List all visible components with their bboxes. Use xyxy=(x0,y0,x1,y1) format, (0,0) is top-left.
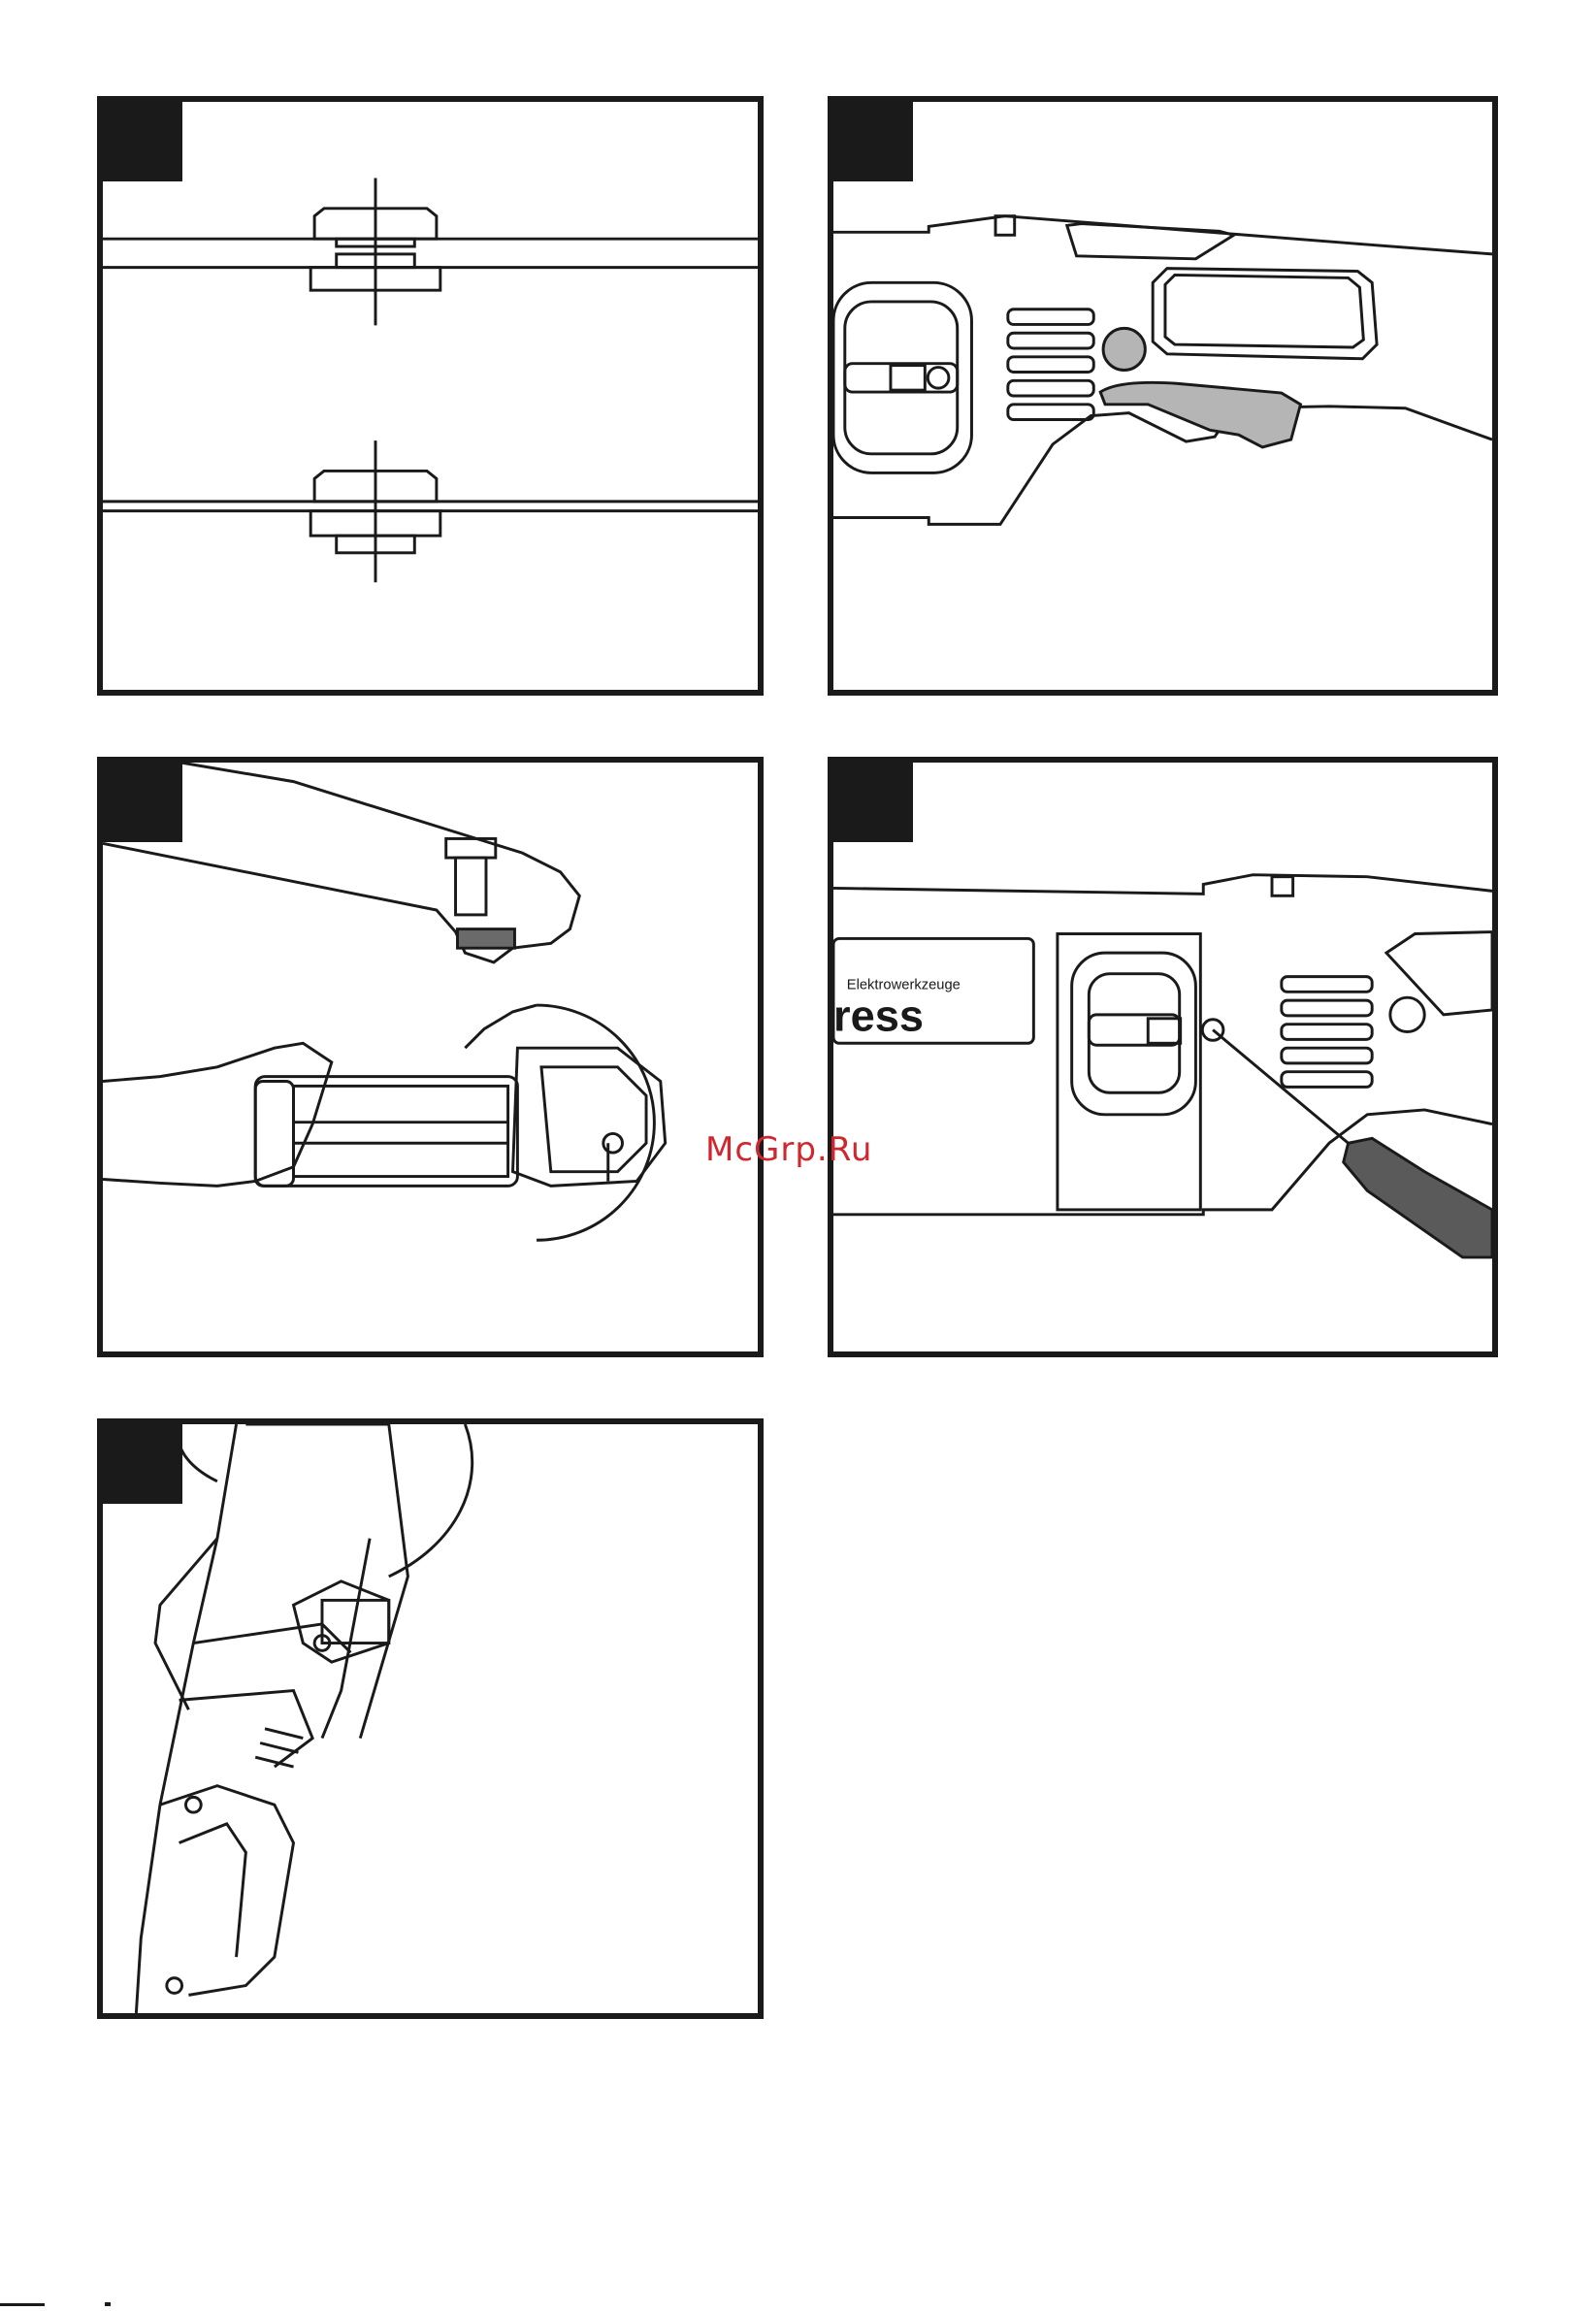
grinder-trigger-icon xyxy=(833,102,1492,690)
figure-panel-trigger xyxy=(828,96,1498,696)
speed-adjust-screwdriver-icon: Elektrowerkzeuge ress xyxy=(833,763,1492,1351)
watermark: McGrp.Ru xyxy=(705,1130,872,1169)
grinder-two-hand-hold-icon xyxy=(103,763,758,1351)
page-corner-dot xyxy=(105,2302,111,2306)
carbon-brush-housing-icon xyxy=(103,1424,758,2013)
figure-panel-hold xyxy=(97,757,764,1357)
brand-name: ress xyxy=(833,992,924,1041)
page-corner-mark xyxy=(0,2303,45,2306)
figure-panel-flange xyxy=(97,96,764,696)
flange-assembly-icon xyxy=(103,102,758,690)
figure-panel-speed-adjust: Elektrowerkzeuge ress xyxy=(828,757,1498,1357)
figure-panel-brush xyxy=(97,1418,764,2019)
